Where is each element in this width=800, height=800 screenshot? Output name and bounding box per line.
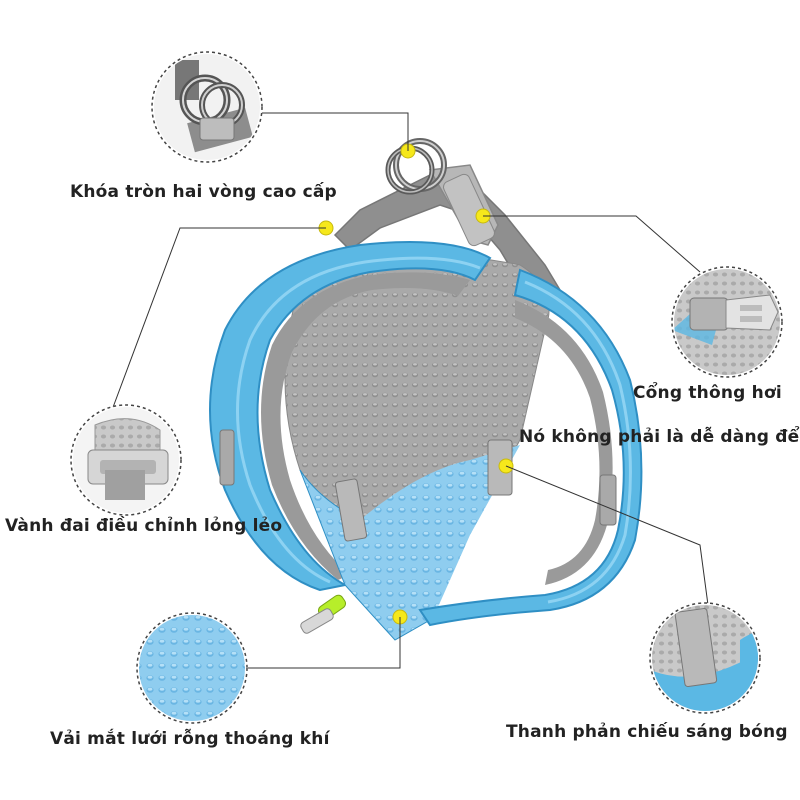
label-breathable-mesh: Vải mắt lưới rỗng thoáng khí: [50, 729, 330, 749]
adjuster-slider-icon: [70, 404, 182, 516]
mesh-fabric-icon: [136, 612, 248, 724]
reflective-detail-icon: [649, 602, 761, 714]
harness: [209, 138, 643, 641]
label-not-easy: Nó không phải là dễ dàng để: [519, 427, 800, 447]
leader-lines: [111, 112, 709, 669]
label-adjustable-strap: Vành đai điều chỉnh lỏng lẻo: [5, 516, 283, 536]
label-double-ring-buckle: Khóa tròn hai vòng cao cấp: [70, 182, 337, 202]
double-ring-buckle-icon: [151, 51, 263, 163]
label-vent-port: Cổng thông hơi: [633, 383, 782, 403]
side-release-buckle-icon: [671, 266, 783, 378]
label-reflective-strip: Thanh phản chiếu sáng bóng: [506, 722, 788, 742]
